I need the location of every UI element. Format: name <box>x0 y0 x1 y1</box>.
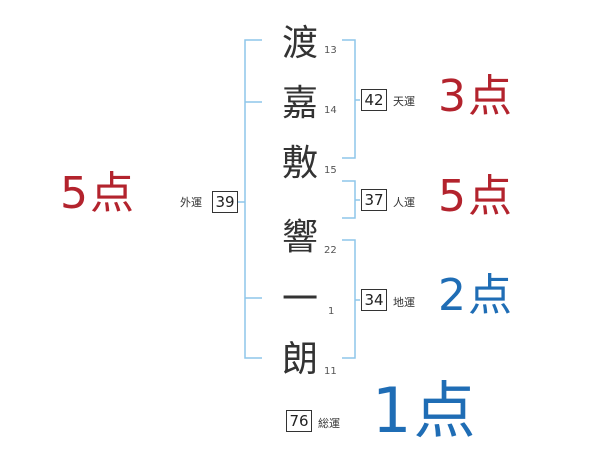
stroke-count: 15 <box>324 165 337 176</box>
stroke-count: 11 <box>324 366 337 377</box>
tenun-label: 天運 <box>393 95 415 108</box>
name-char: 敷 <box>281 143 318 184</box>
chiun-score: 2点 <box>438 270 514 321</box>
chiun-value-box: 34 <box>361 289 387 311</box>
jinun-label: 人運 <box>393 196 415 209</box>
stroke-count: 13 <box>324 45 337 56</box>
gaiun-score: 5点 <box>60 168 136 219</box>
name-char: 朗 <box>281 339 318 380</box>
jinun-value-box: 37 <box>361 189 387 211</box>
name-char: 渡 <box>281 23 318 64</box>
ten-bracket <box>342 39 360 159</box>
gaiun-value-box: 39 <box>212 191 238 213</box>
name-char: 響 <box>281 217 318 258</box>
chiun-label: 地運 <box>393 296 415 309</box>
outer-bracket <box>226 39 262 359</box>
souun-label: 総運 <box>318 417 340 430</box>
stroke-count: 14 <box>324 105 337 116</box>
chi-bracket <box>342 239 360 359</box>
gaiun-label: 外運 <box>180 196 202 209</box>
jin-bracket <box>342 180 360 219</box>
jinun-score: 5点 <box>438 171 514 222</box>
souun-score: 1点 <box>372 374 478 447</box>
souun-value-box: 76 <box>286 410 312 432</box>
name-char: 一 <box>281 279 318 320</box>
stroke-count: 1 <box>328 306 335 317</box>
tenun-score: 3点 <box>438 71 514 122</box>
name-char: 嘉 <box>281 83 318 124</box>
tenun-value-box: 42 <box>361 89 387 111</box>
stroke-count: 22 <box>324 245 337 256</box>
